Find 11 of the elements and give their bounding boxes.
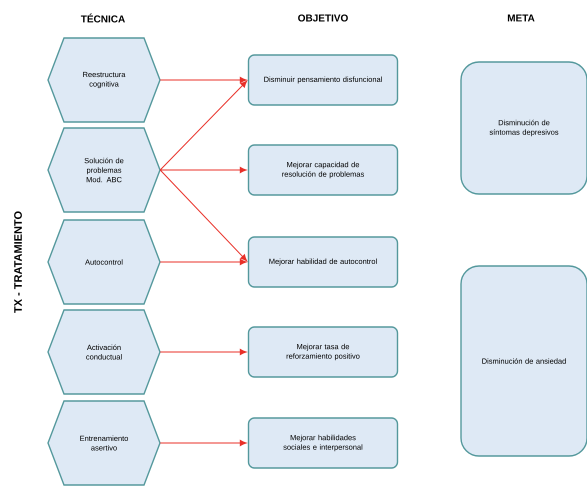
side-title: TX - TRATAMIENTO xyxy=(14,211,22,313)
arrow xyxy=(160,258,247,266)
arrow xyxy=(160,76,247,84)
arrow xyxy=(160,80,248,170)
column-header: META xyxy=(508,14,535,22)
arrow xyxy=(160,348,247,356)
column-header: OBJETIVO xyxy=(298,14,348,22)
arrow xyxy=(160,166,247,174)
arrow xyxy=(160,170,248,262)
arrow xyxy=(160,440,247,446)
column-header: TÉCNICA xyxy=(80,14,125,22)
